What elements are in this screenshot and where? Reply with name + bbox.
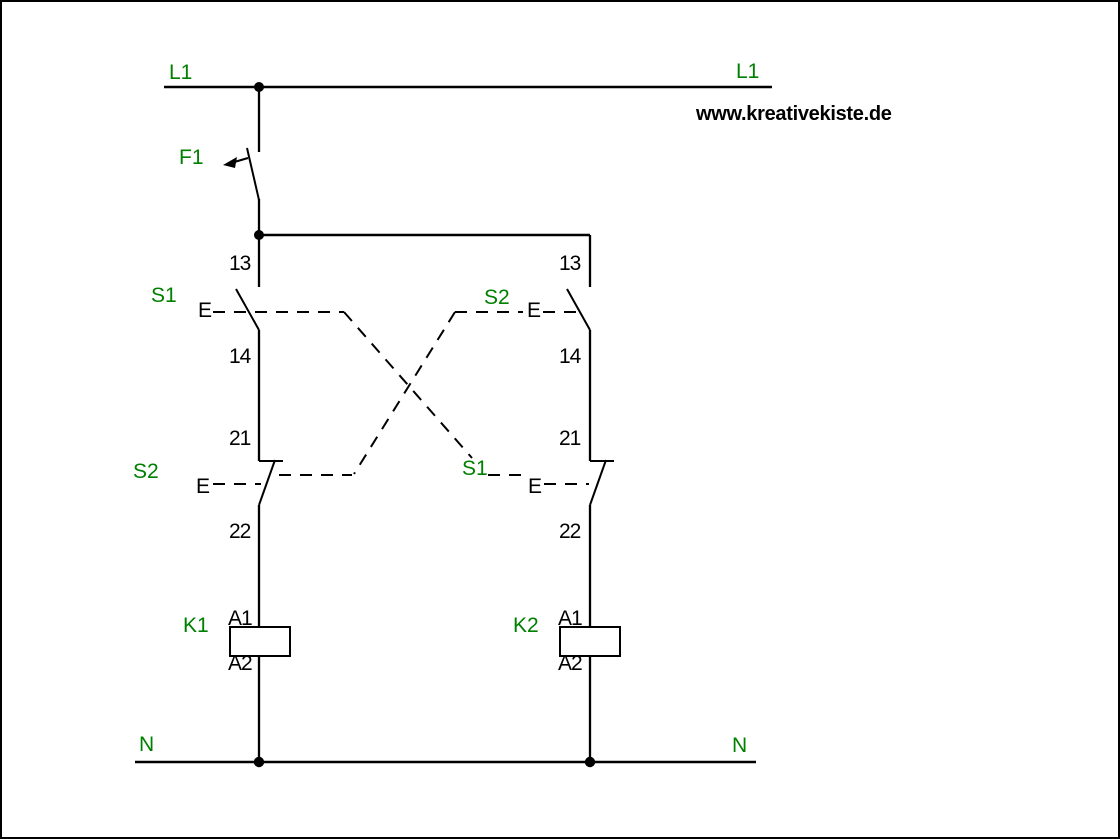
s2-no-terminal-14: 14 <box>559 345 581 368</box>
breaker-f1-label: F1 <box>179 146 204 169</box>
s1-nc-blade <box>589 459 607 506</box>
k2-terminal-a1: A1 <box>558 607 583 630</box>
s2-no-blade <box>566 288 591 331</box>
junction-dots <box>253 82 596 768</box>
rail-label-n-right: N <box>732 734 748 757</box>
s1-nc-terminal-22: 22 <box>559 520 581 543</box>
s2-nc-actuator-e: E <box>196 475 211 498</box>
f1-arrow-head-icon <box>223 157 237 168</box>
watermark-url: www.kreativekiste.de <box>696 103 892 125</box>
k1-coil-label: K1 <box>183 614 209 637</box>
k2-terminal-a2: A2 <box>558 652 583 675</box>
k1-terminal-a1: A1 <box>228 607 253 630</box>
s2-nc-label: S2 <box>133 460 159 483</box>
s1-link-diagonal <box>343 311 473 459</box>
s2-no-actuator-e: E <box>527 299 542 322</box>
s2-no-label: S2 <box>484 286 510 309</box>
s2-no-terminal-13: 13 <box>559 252 581 275</box>
s1-nc-actuator-e: E <box>528 475 543 498</box>
k2-coil-label: K2 <box>513 614 539 637</box>
s2-nc-terminal-21: 21 <box>229 427 251 450</box>
rail-label-l1-right: L1 <box>736 60 760 83</box>
s2-nc-blade <box>258 459 276 506</box>
s2-link-diagonal <box>353 311 456 475</box>
s1-no-actuator-e: E <box>198 299 213 322</box>
s1-no-terminal-14: 14 <box>229 345 251 368</box>
s1-no-blade <box>235 288 260 331</box>
s1-nc-label: S1 <box>462 457 488 480</box>
k1-terminal-a2: A2 <box>228 652 253 675</box>
rail-label-n-left: N <box>139 733 155 756</box>
f1-blade <box>246 147 260 201</box>
power-rails <box>135 85 772 764</box>
s1-no-label: S1 <box>151 284 177 307</box>
mechanical-linkages <box>213 311 589 485</box>
s1-nc-terminal-21: 21 <box>559 427 581 450</box>
right-branch <box>559 235 621 762</box>
s2-nc-terminal-22: 22 <box>229 520 251 543</box>
rail-label-l1-left: L1 <box>169 61 193 84</box>
s1-no-terminal-13: 13 <box>229 252 251 275</box>
left-branch <box>229 235 291 762</box>
k2-coil-box <box>559 626 621 657</box>
